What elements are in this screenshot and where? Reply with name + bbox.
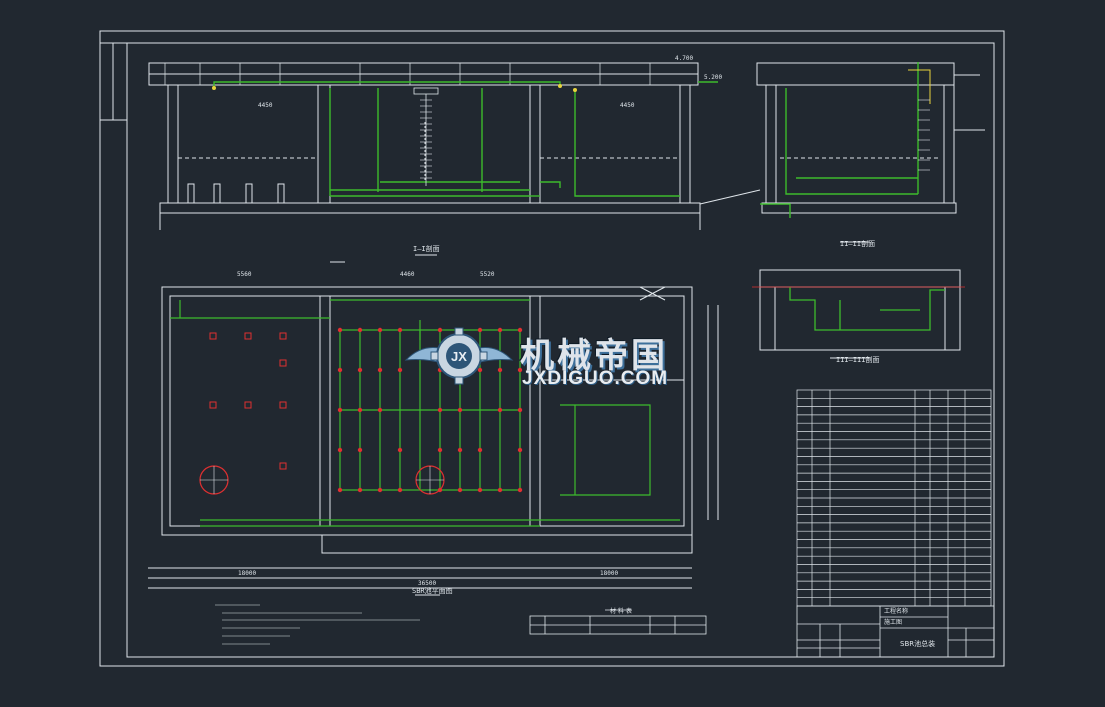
plan-dim-1: 5560 [237,271,252,278]
sheet-border [99,30,1005,667]
plan-view: 5560 4460 5520 18000 18000 36500 SBR池平面图 [148,261,719,596]
section-3-3: III—III剖面 [752,269,965,364]
notes [215,604,420,645]
section-2-2: II—II剖面 [699,62,985,248]
title-stage: 施工图 [884,618,902,626]
section-1-1: 4.700 5.200 4450 4450 I—I剖面 [148,55,722,256]
elev-label-top2: 5.200 [704,74,722,81]
plan-dim-bottom-2: 18000 [600,570,618,577]
watermark-chinese: 机械帝国 [520,336,668,376]
logo-text: JX [451,349,467,364]
plan-dim-3: 5520 [480,271,495,278]
section-title-3: III—III剖面 [836,355,880,364]
title-drawing-name: SBR池总装 [900,639,935,648]
title-block [796,605,995,658]
plan-title: SBR池平面图 [412,586,453,595]
base-slab [159,202,701,214]
watermark: JX 机械帝国 JXDIGUO.COM [404,318,704,390]
plan-dim-bottom-1: 18000 [238,570,256,577]
plan-dim-overall: 36500 [418,580,436,587]
title-project: 工程名称 [884,607,908,615]
dim-4450-b: 4450 [620,102,635,109]
parts-table-small [529,609,707,635]
section-title-1: I—I剖面 [413,244,440,253]
parts-table-title: 材 料 表 [610,607,632,615]
elev-label-top: 4.700 [675,55,693,62]
plan-dim-2: 4460 [400,271,415,278]
section-title-2: II—II剖面 [840,239,875,248]
inner-frame [126,42,995,658]
gear-wings-logo-icon: JX [404,327,514,385]
material-table [796,389,992,607]
dim-4450: 4450 [258,102,273,109]
watermark-url: JXDIGUO.COM [522,368,669,389]
